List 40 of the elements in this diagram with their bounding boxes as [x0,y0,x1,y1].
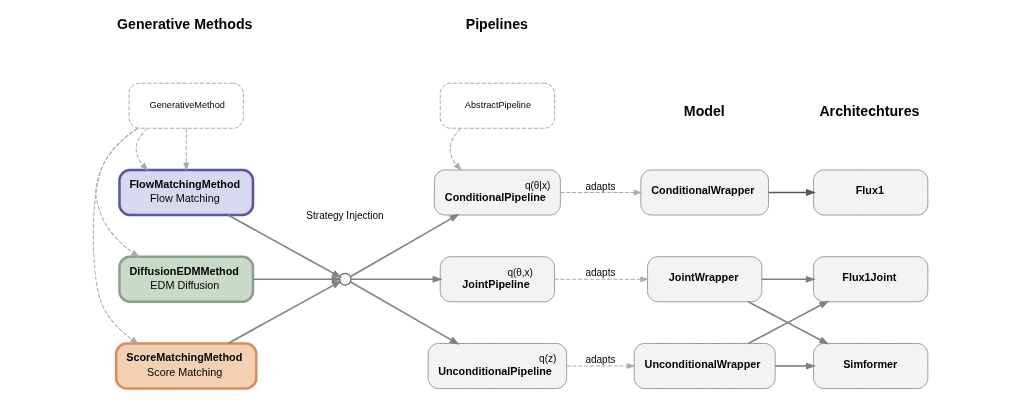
arrow [92,127,139,344]
label: Generative Methods [116,16,253,33]
edge-label: adapts [585,180,616,192]
node-box: Flux1Joint [813,256,929,303]
arrow [774,362,817,370]
node-box: GenerativeMethod [128,82,244,129]
edge-label: adapts [585,354,616,366]
node-box: q(θ|x) ConditionalPipeline [434,169,561,216]
arrow [554,276,648,283]
arrow [183,128,190,171]
arrow [566,363,635,369]
arrow [252,275,342,283]
node-box: Flux1 [813,169,929,216]
arrow [449,128,462,171]
node-box: AbstractPipeline [439,82,555,129]
arrow [559,189,642,196]
arrow [349,213,460,278]
arrow [227,214,342,278]
arrow [747,300,830,345]
label: Architechtures [819,102,920,119]
arrow [349,281,460,345]
node-box: ConditionalWrapper [640,169,769,216]
node-box: JointWrapper [647,256,763,303]
node-box: ScoreMatchingMethod Score Matching [114,342,258,390]
arrow [767,189,816,196]
label: Strategy Injection [306,210,384,222]
arrow [350,275,443,283]
arrow [761,275,816,283]
arrow [135,128,149,171]
label: Pipelines [465,16,528,33]
edge-label: adapts [585,267,616,279]
node-box: UnconditionalWrapper [633,343,776,389]
label: Model [683,102,725,119]
node-box: q(θ,x) JointPipeline [439,256,555,303]
node-box: Simformer [813,343,929,389]
node-box: DiffusionEDMMethod EDM Diffusion [118,255,255,303]
node-circle [338,272,352,286]
node-box: q(z) UnconditionalPipeline [427,343,568,389]
node-box: FlowMatchingMethod Flow Matching [118,168,255,217]
arrow [227,280,342,345]
